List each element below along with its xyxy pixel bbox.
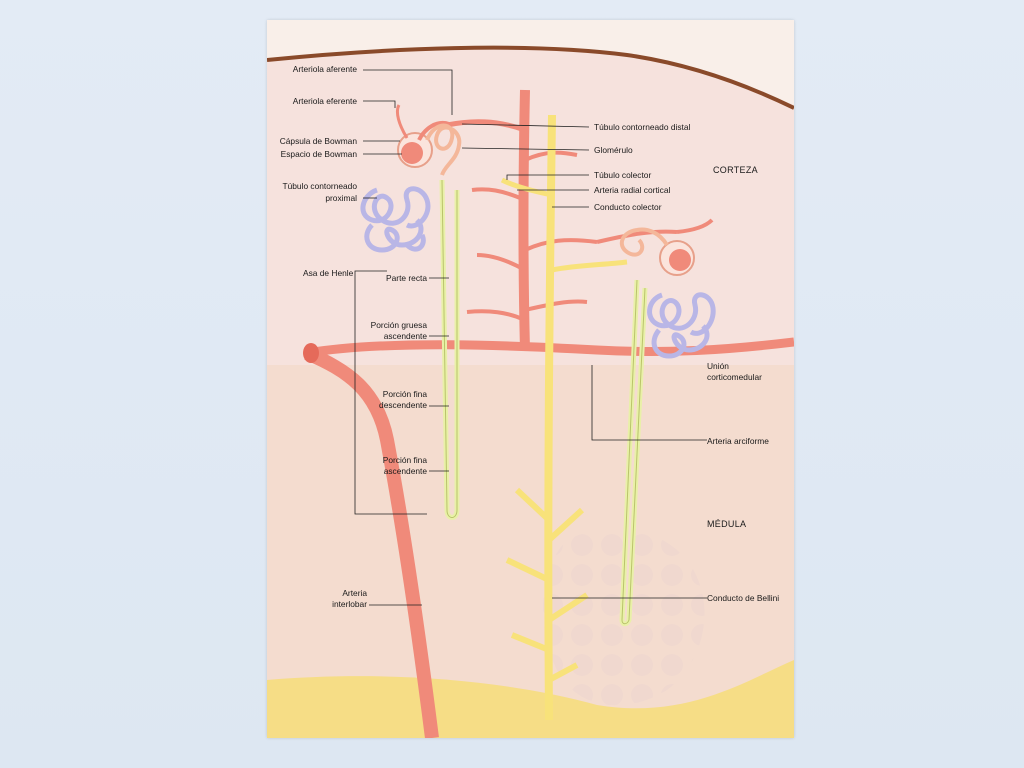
proximal-convoluted-tubule xyxy=(647,292,716,359)
duct-branch xyxy=(510,632,551,653)
zone-label-medula: MÉDULA xyxy=(707,519,747,529)
label-porcion-fina-desc-line2: descendente xyxy=(379,400,427,410)
label-tubulo-distal: Túbulo contorneado distal xyxy=(594,122,691,132)
loop-of-henle-outline xyxy=(621,279,646,625)
label-arteria-interlobar-line2: interlobar xyxy=(332,599,367,609)
label-union-line2: corticomedular xyxy=(707,372,762,382)
label-arteria-arciforme: Arteria arciforme xyxy=(707,436,769,446)
efferent-arteriole xyxy=(395,104,409,139)
label-asa-henle: Asa de Henle xyxy=(303,268,354,278)
cortex-region xyxy=(267,47,794,365)
proximal-convoluted-tubule xyxy=(360,186,431,253)
leader-lines xyxy=(354,69,707,606)
label-glomerulo: Glomérulo xyxy=(594,145,633,155)
label-conducto-bellini: Conducto de Bellini xyxy=(707,593,780,603)
artery-branch xyxy=(466,309,526,322)
label-porcion-fina-asc-line1: Porción fina xyxy=(382,455,427,465)
label-porcion-gruesa-line1: Porción gruesa xyxy=(370,320,427,330)
connecting-tubule xyxy=(500,177,553,198)
label-tubulo-proximal-line1: Túbulo contorneado xyxy=(282,181,358,191)
label-arteriola-aferente: Arteriola aferente xyxy=(292,64,357,74)
label-union-line1: Unión xyxy=(707,361,729,371)
label-porcion-fina-desc-line1: Porción fina xyxy=(382,389,427,399)
artery-branch xyxy=(524,238,598,252)
renal-capsule xyxy=(267,45,794,110)
zone-label-corteza: CORTEZA xyxy=(713,165,758,175)
collecting-duct xyxy=(544,114,556,721)
label-parte-recta: Parte recta xyxy=(386,273,427,283)
artery-branch xyxy=(446,119,526,133)
label-porcion-gruesa-line2: ascendente xyxy=(383,331,427,341)
glomerulus xyxy=(669,249,691,271)
label-porcion-fina-asc-line2: ascendente xyxy=(383,466,427,476)
artery-branch xyxy=(471,187,526,202)
loop-of-henle-outline xyxy=(441,179,458,518)
label-arteria-radial: Arteria radial cortical xyxy=(594,185,671,195)
label-arteriola-eferente: Arteriola eferente xyxy=(292,96,357,106)
afferent-arteriole xyxy=(417,121,450,141)
duct-branch xyxy=(514,487,552,523)
label-capsula-bowman: Cápsula de Bowman xyxy=(279,136,357,146)
artery-branch xyxy=(596,229,678,244)
artery-branch xyxy=(676,218,714,234)
duct-branch xyxy=(505,557,551,583)
nephron-diagram: Arteriola aferente Arteriola eferente Cá… xyxy=(267,20,794,738)
label-tubulo-proximal-line2: proximal xyxy=(325,193,357,203)
glomerulus xyxy=(401,142,423,164)
artery-branch xyxy=(476,253,526,272)
interlobar-artery-opening xyxy=(303,343,319,363)
distal-convoluted-tubule xyxy=(425,123,462,176)
duct-branch xyxy=(547,662,579,683)
connecting-tubule xyxy=(551,259,628,273)
artery-branch xyxy=(524,299,588,312)
renal-pelvis xyxy=(267,660,794,738)
nephron-illustration xyxy=(267,20,794,738)
label-arteria-interlobar-line1: Arteria xyxy=(342,588,367,598)
interlobar-artery xyxy=(304,346,439,738)
label-tubulo-colector: Túbulo colector xyxy=(594,170,652,180)
duct-branch xyxy=(546,507,585,543)
distal-convoluted-tubule xyxy=(619,227,669,257)
arcuate-artery xyxy=(306,337,794,358)
label-conducto-colector: Conducto colector xyxy=(594,202,662,212)
label-espacio-bowman: Espacio de Bowman xyxy=(280,149,357,159)
duct-branch xyxy=(547,592,589,623)
